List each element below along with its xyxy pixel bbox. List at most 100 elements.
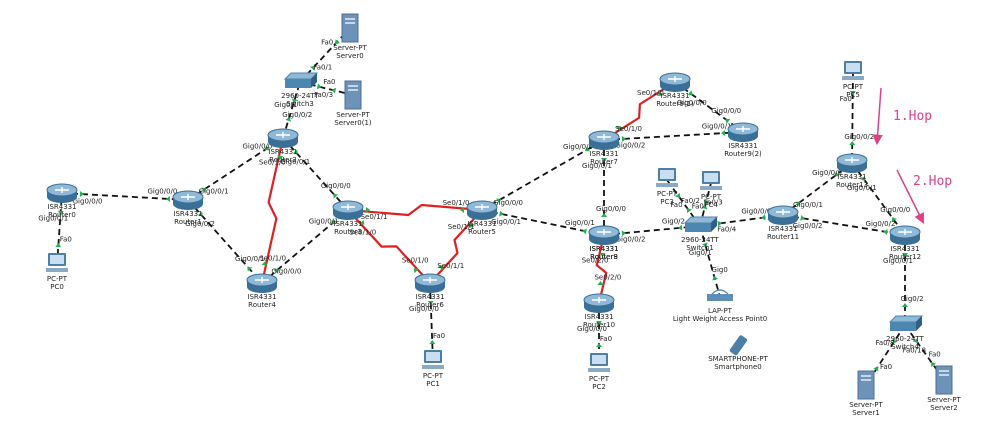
link-r8-r10[interactable] bbox=[595, 234, 608, 304]
device-model-label: ISR4331 bbox=[660, 92, 689, 100]
link-r3-r5[interactable] bbox=[347, 203, 483, 217]
ethernet-cable bbox=[429, 282, 434, 363]
link-r2-sw3[interactable] bbox=[282, 81, 301, 139]
device-name-label: Switch3 bbox=[286, 100, 314, 108]
device-name-label: Server1 bbox=[852, 409, 879, 417]
link-r7-r8[interactable] bbox=[601, 140, 607, 235]
link-up-icon bbox=[292, 149, 298, 155]
link-r91-r92[interactable] bbox=[674, 81, 744, 133]
link-r5-r6[interactable] bbox=[429, 209, 483, 284]
link-sw3-srv01[interactable] bbox=[299, 81, 354, 96]
link-up-icon bbox=[316, 83, 322, 90]
device-name-label: Router11 bbox=[767, 233, 799, 241]
link-r5-r7[interactable] bbox=[481, 139, 605, 211]
link-r6-pc1[interactable] bbox=[427, 282, 436, 363]
device-model-label: PC-PT bbox=[843, 83, 864, 91]
router-icon bbox=[172, 190, 204, 210]
port-label: Fa0/2 bbox=[681, 197, 700, 205]
link-r2-r3[interactable] bbox=[282, 137, 349, 211]
link-r7-r91[interactable] bbox=[603, 81, 676, 141]
link-pc5-r13[interactable] bbox=[849, 72, 856, 164]
link-up-icon bbox=[273, 268, 279, 274]
device-name-label: PC3 bbox=[660, 198, 674, 206]
device-name-label: Router3 bbox=[334, 228, 362, 236]
port-label: Gig0/0/0 bbox=[577, 325, 607, 333]
port-label: Fa0 bbox=[323, 78, 335, 86]
link-r11-r12[interactable] bbox=[782, 214, 906, 236]
link-r4-r3[interactable] bbox=[261, 209, 349, 284]
link-r7-r92[interactable] bbox=[603, 130, 744, 142]
router-icon bbox=[659, 72, 691, 92]
link-up-icon bbox=[197, 211, 203, 217]
link-sw4-srv1[interactable] bbox=[865, 324, 906, 386]
link-r0-r1[interactable] bbox=[61, 191, 189, 202]
device-model-label: Server-PT bbox=[927, 396, 961, 404]
port-label: Fa0/3 bbox=[314, 91, 333, 99]
link-sw4-srv2[interactable] bbox=[904, 324, 945, 381]
link-sw1-pc4[interactable] bbox=[699, 182, 712, 227]
port-label: Fa0 bbox=[600, 335, 612, 343]
link-r2-r4[interactable] bbox=[260, 137, 285, 284]
link-r12-sw4[interactable] bbox=[902, 235, 908, 325]
port-label: Gig0/0/0 bbox=[741, 207, 771, 215]
device-model-label: ISR4331 bbox=[467, 220, 496, 228]
switch-icon bbox=[683, 216, 719, 232]
link-r13-r12[interactable] bbox=[851, 162, 906, 236]
link-up-icon bbox=[834, 171, 840, 177]
device-model-label: PC-PT bbox=[701, 193, 722, 201]
port-label: Gig0/0/2 bbox=[616, 236, 646, 244]
link-up-icon bbox=[717, 220, 722, 227]
port-label: Fa0/1 bbox=[313, 64, 332, 72]
device-name-label: Router12 bbox=[889, 253, 921, 261]
link-up-icon bbox=[596, 343, 602, 347]
port-label: Gig0/0/0 bbox=[880, 206, 910, 214]
link-r1-r2[interactable] bbox=[187, 137, 284, 201]
link-up-icon bbox=[902, 253, 908, 257]
link-sw1-pc3[interactable] bbox=[666, 179, 701, 227]
link-sw1-ap0[interactable] bbox=[699, 225, 721, 298]
device-model-label: ISR4331 bbox=[247, 293, 276, 301]
link-r5-r8[interactable] bbox=[481, 209, 605, 236]
device-name-label: Router6 bbox=[416, 301, 444, 309]
link-r1-r4[interactable] bbox=[187, 199, 263, 284]
serial-cable bbox=[603, 81, 676, 141]
link-r3-r6[interactable] bbox=[347, 209, 431, 284]
link-r8-sw1[interactable] bbox=[603, 224, 701, 237]
link-r11-r13[interactable] bbox=[782, 162, 853, 216]
ethernet-cable bbox=[851, 162, 906, 236]
link-up-icon bbox=[310, 65, 315, 71]
router-icon bbox=[332, 200, 364, 220]
